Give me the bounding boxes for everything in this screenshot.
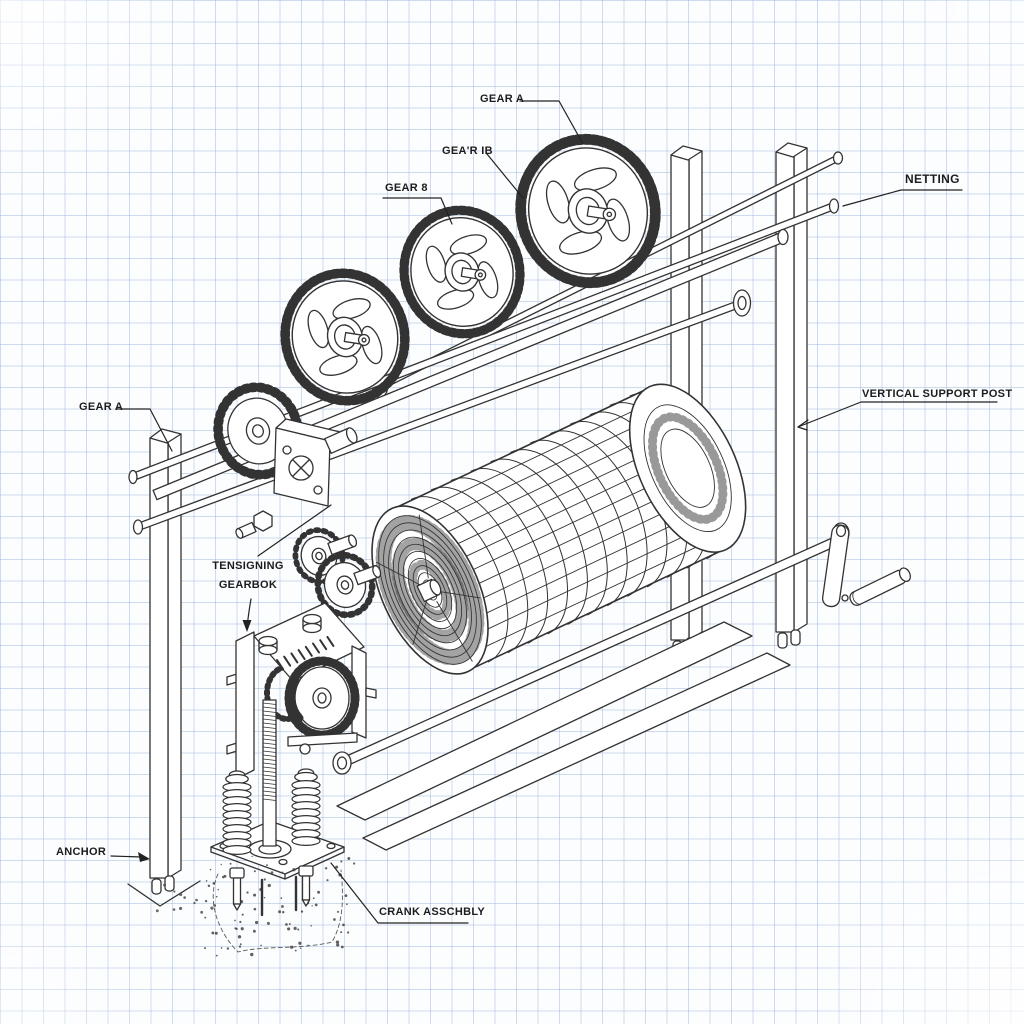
crank-handle	[821, 522, 912, 608]
anchor-base	[155, 820, 356, 957]
